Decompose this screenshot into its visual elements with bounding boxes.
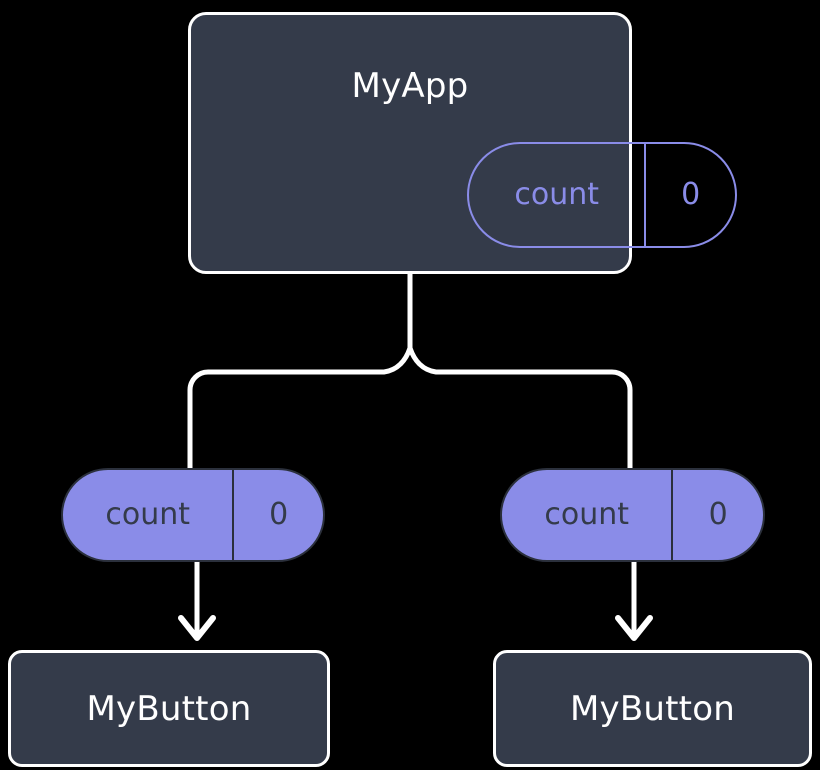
component-node-mybutton-right[interactable]: MyButton — [493, 650, 812, 767]
node-title-myapp: MyApp — [351, 66, 469, 106]
component-node-mybutton-left[interactable]: MyButton — [8, 650, 330, 767]
edge-branch-left — [187, 347, 413, 470]
state-key-label: count — [105, 497, 191, 532]
node-title-mybutton-right: MyButton — [570, 688, 735, 729]
state-pill-divider — [232, 470, 235, 560]
state-pill-right[interactable]: count 0 — [500, 468, 765, 562]
state-pill-divider — [671, 470, 674, 560]
edge-left-arrow-head — [178, 615, 216, 641]
state-pill-left[interactable]: count 0 — [61, 468, 325, 562]
component-node-myapp[interactable]: MyApp count 0 — [188, 12, 737, 274]
state-value-label: 0 — [269, 497, 289, 532]
state-value-label: 0 — [708, 497, 728, 532]
state-key-label: count — [514, 177, 599, 212]
node-title-mybutton-left: MyButton — [86, 688, 252, 729]
state-pill-divider — [644, 144, 647, 246]
edge-right-arrow-head — [615, 615, 653, 641]
state-pill-myapp[interactable]: count 0 — [467, 142, 737, 248]
edge-branch-right — [407, 347, 633, 470]
state-key-label: count — [544, 497, 630, 532]
state-value-label: 0 — [681, 177, 701, 212]
